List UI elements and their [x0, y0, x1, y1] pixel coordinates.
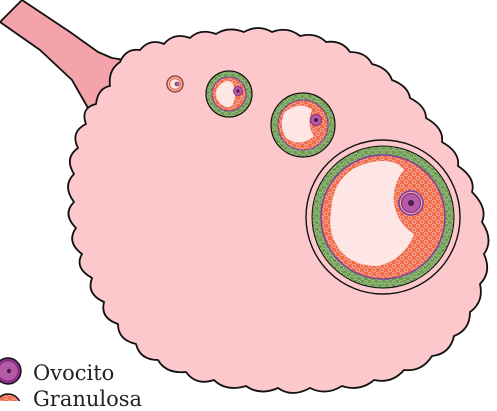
ovary-follicle-diagram: [0, 0, 497, 401]
granulosa-icon: [0, 394, 21, 401]
secondary-follicle: [271, 93, 335, 157]
antral-follicle: [306, 140, 460, 294]
primordial-follicle: [167, 76, 183, 92]
primary-follicle: [206, 71, 252, 117]
oocyte-icon: [0, 358, 21, 384]
legend-oocyte-label: Ovocito: [33, 363, 114, 384]
legend-granulosa-label: Granulosa: [33, 389, 142, 410]
